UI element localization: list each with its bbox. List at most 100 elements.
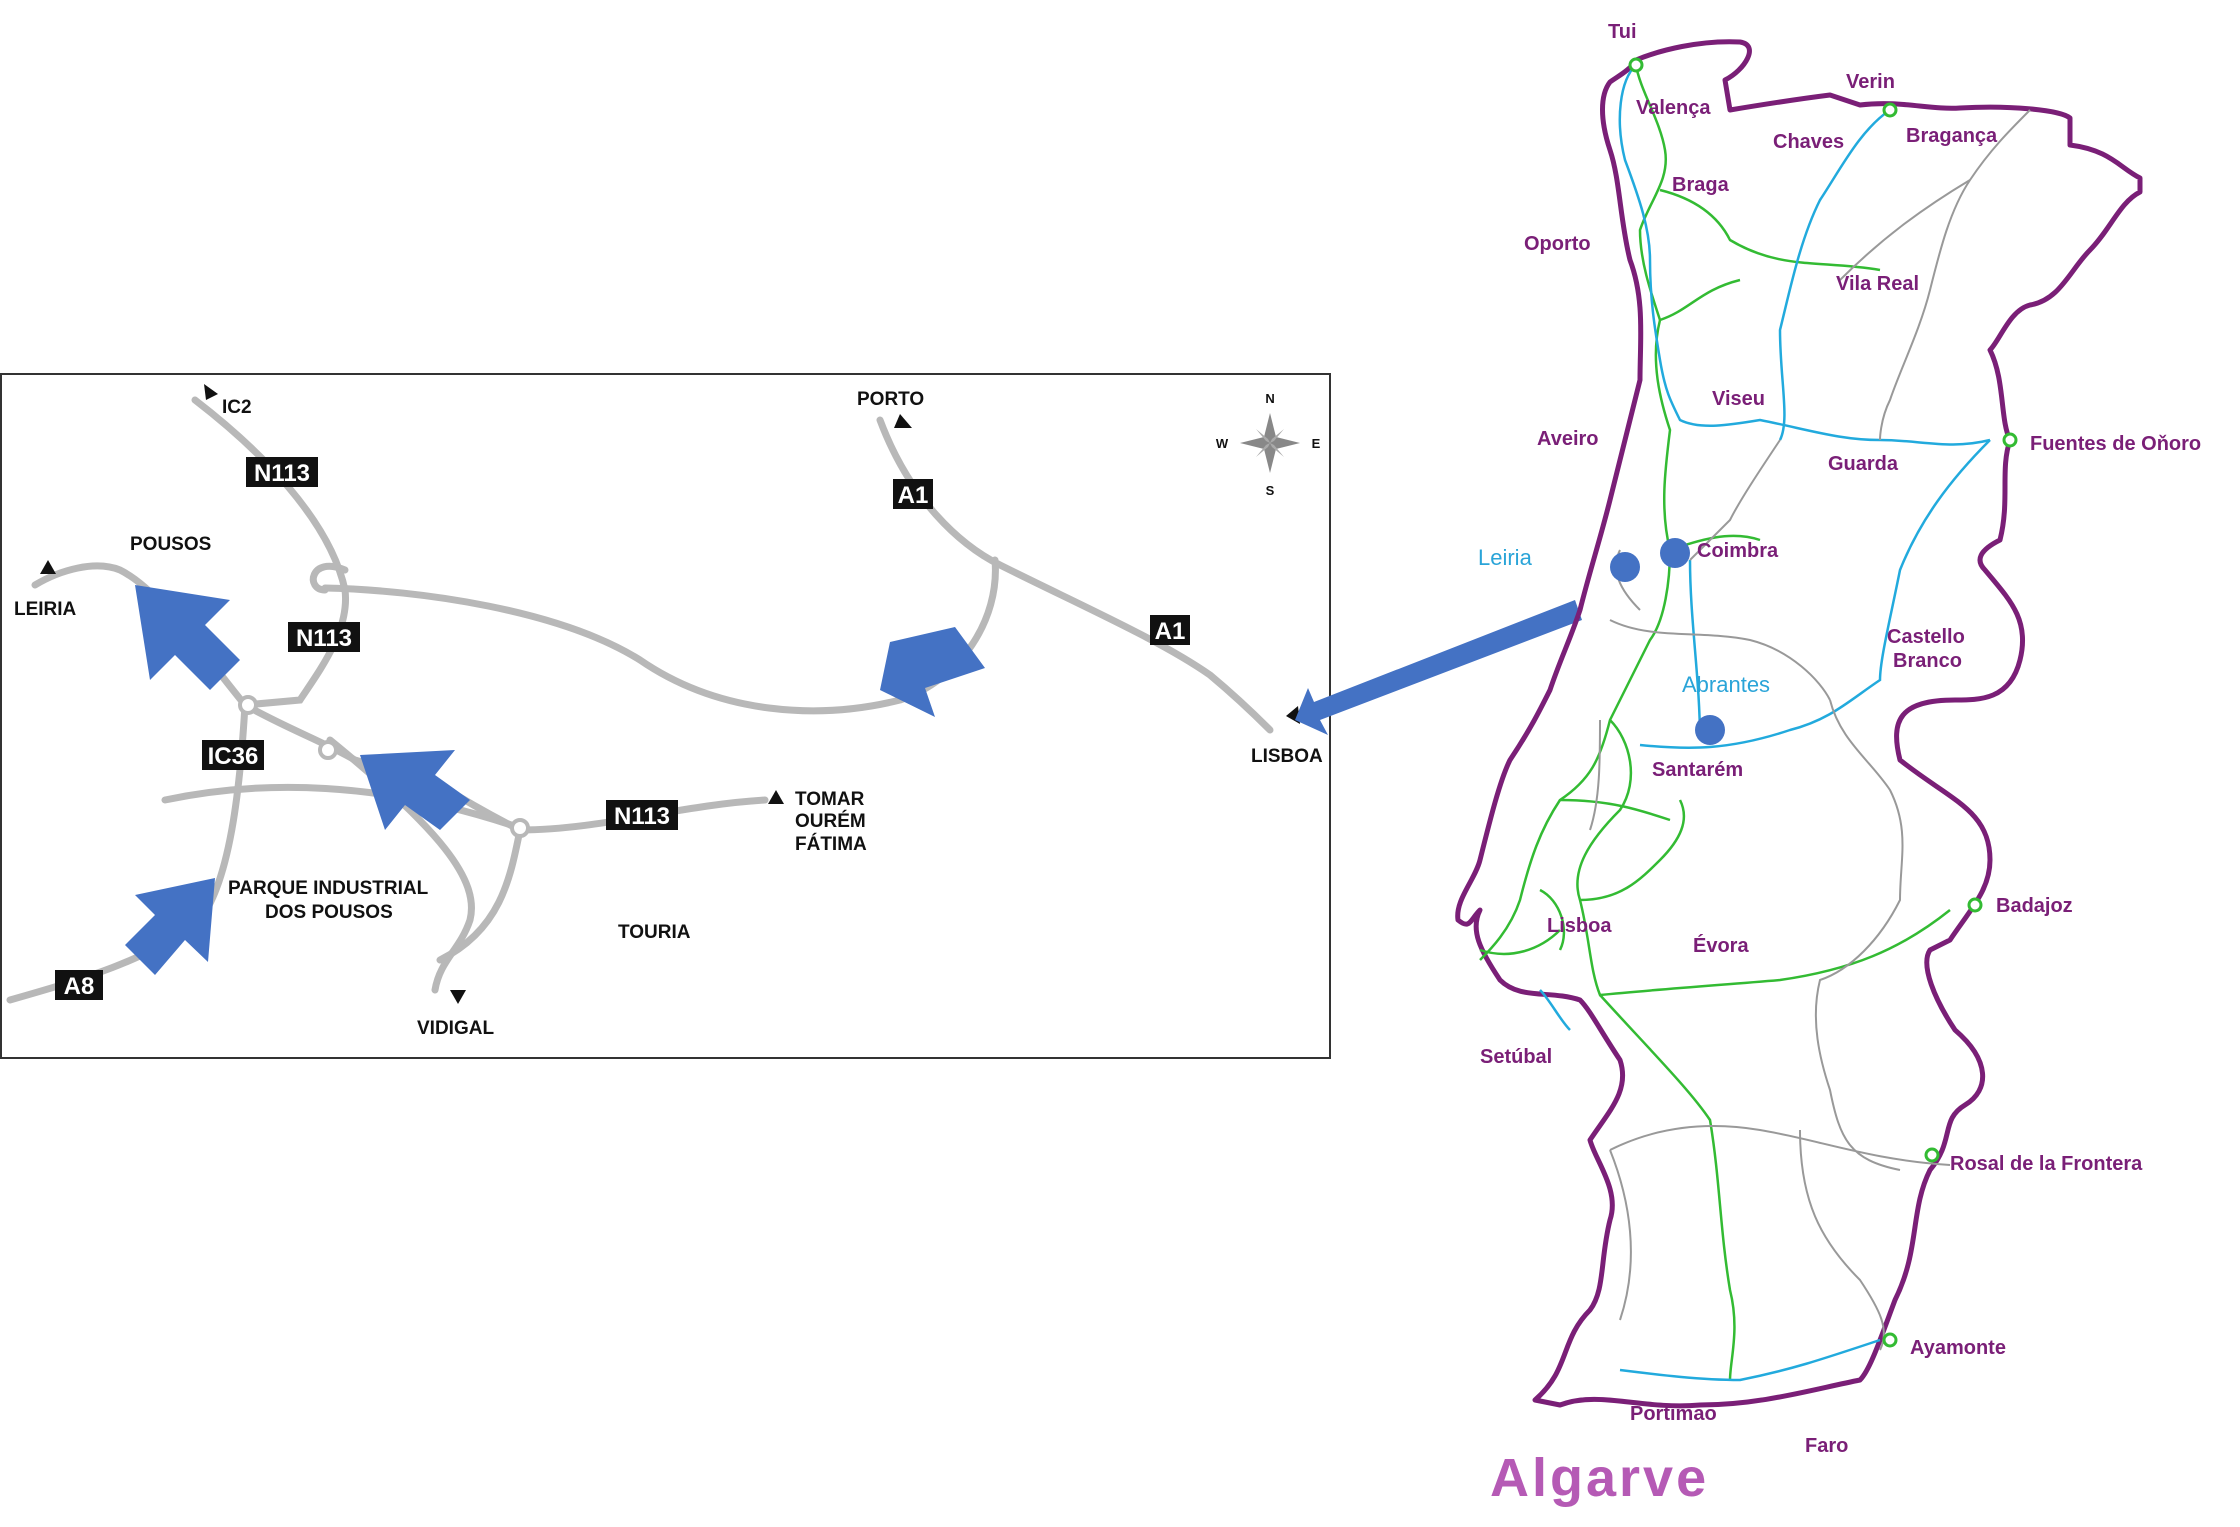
label-ic2: IC2 [222,397,252,418]
roundabout [238,695,258,715]
arrow-pointer-icon [360,750,470,830]
border-crossings [1628,57,2018,1348]
compass-w: W [1216,436,1229,451]
label-lisboa-dest: LISBOA [1251,746,1323,767]
compass-e: E [1312,436,1321,451]
local-map-frame [0,373,1331,1059]
city-labels: Tui Valença Verin Chaves Bragança Braga … [1480,21,2201,1457]
border-crossing-icon [2002,432,2018,448]
city-fuentes: Fuentes de Oňoro [2030,433,2201,455]
label-parque-1: PARQUE INDUSTRIAL [228,878,429,899]
city-coimbra: Coimbra [1697,540,1779,562]
city-guarda: Guarda [1828,453,1899,475]
highlight-labels: Leiria Abrantes [1478,545,1770,697]
shield-a1-east [1150,615,1190,645]
local-labels: IC2 PORTO POUSOS LEIRIA LISBOA TOMAR OUR… [14,389,1323,1039]
city-badajoz: Badajoz [1996,895,2073,917]
marker-coimbra [1660,538,1690,568]
label-ourem: OURÉM [795,810,866,832]
city-valenca: Valença [1636,97,1711,119]
local-area-map: N113 N113 N113 A1 A1 IC36 A8 IC2 PORTO P… [0,373,1331,1059]
border-crossing-icon [1628,57,1644,73]
highlight-dots [1610,538,1725,745]
compass-n: N [1265,391,1274,406]
shield-a1-north-label: A1 [898,482,929,509]
border-crossing-icon [1924,1147,1940,1163]
city-portimao: Portimao [1630,1403,1717,1425]
city-castello-2: Branco [1893,650,1962,672]
pointer-arrows [125,585,985,975]
marker-leiria [1610,552,1640,582]
long-arrow-icon [1295,600,1582,735]
city-vila-real: Vila Real [1836,273,1919,295]
city-oporto: Oporto [1524,233,1591,255]
label-leiria-dest: LEIRIA [14,599,77,620]
roundabout [510,818,530,838]
city-braga: Braga [1672,174,1730,196]
compass-s: S [1266,483,1275,498]
roundabouts [238,695,530,838]
direction-triangle-icon [768,790,784,804]
shield-a8 [55,970,103,1000]
shield-n113-top [246,457,318,487]
marker-abrantes [1695,715,1725,745]
roundabout [318,740,338,760]
direction-triangle-icon [894,414,912,428]
shield-n113-mid [288,622,360,652]
label-fatima: FÁTIMA [795,833,867,855]
label-touria: TOURIA [618,922,691,943]
road-n113-loop [309,562,349,594]
city-tui: Tui [1608,21,1637,43]
label-leiria-highlight: Leiria [1478,545,1533,570]
border-crossing-icon [1967,897,1983,913]
border-crossing-icon [1882,1332,1898,1348]
label-abrantes-highlight: Abrantes [1682,672,1770,697]
direction-triangle-icon [40,560,56,574]
shield-n113-mid-label: N113 [296,625,352,652]
label-tomar: TOMAR [795,789,865,810]
city-santarem: Santarém [1652,759,1743,781]
city-viseu: Viseu [1712,388,1765,410]
portugal-map: Tui Valença Verin Chaves Bragança Braga … [1455,21,2201,1508]
city-aveiro: Aveiro [1537,428,1599,450]
label-parque-2: DOS POUSOS [265,902,393,923]
city-evora: Évora [1693,934,1749,957]
arrow-pointer-icon [125,878,215,975]
label-vidigal: VIDIGAL [417,1018,494,1039]
highways [1539,64,1991,1382]
road-vidigal-2 [436,826,524,964]
road-n113-ic2 [191,396,350,709]
shield-a8-label: A8 [64,973,95,1000]
shield-a1-east-label: A1 [1155,618,1186,645]
city-lisboa: Lisboa [1547,915,1612,937]
portugal-border [1455,39,2143,1409]
compass-rose-icon: N S E W [1216,391,1321,498]
city-rosal: Rosal de la Frontera [1950,1153,2143,1175]
road-shields: N113 N113 N113 A1 A1 IC36 A8 [55,457,1190,1000]
shield-ic36 [202,740,264,770]
arrow-pointer-icon [880,627,985,717]
city-faro: Faro [1805,1435,1848,1457]
direction-triangle-icon [204,384,218,400]
region-algarve: Algarve [1490,1448,1709,1508]
label-porto: PORTO [857,389,924,410]
city-braganca: Bragança [1906,125,1998,147]
city-verin: Verin [1846,71,1895,93]
shield-n113-east-label: N113 [614,803,670,830]
city-chaves: Chaves [1773,131,1844,153]
border-crossing-icon [1882,102,1898,118]
label-pousos: POUSOS [130,534,211,555]
motorways [1479,64,1951,1381]
city-castello-1: Castello [1887,626,1965,648]
shield-n113-top-label: N113 [254,460,310,487]
connector-arrow [1295,600,1582,735]
shield-ic36-label: IC36 [208,743,259,770]
city-setubal: Setúbal [1480,1046,1552,1068]
road-west-east [161,783,524,832]
arrow-pointer-icon [135,585,240,690]
shield-n113-east [606,800,678,830]
city-ayamonte: Ayamonte [1910,1337,2006,1359]
direction-triangle-icon [450,990,466,1004]
shield-a1-north [893,479,933,509]
